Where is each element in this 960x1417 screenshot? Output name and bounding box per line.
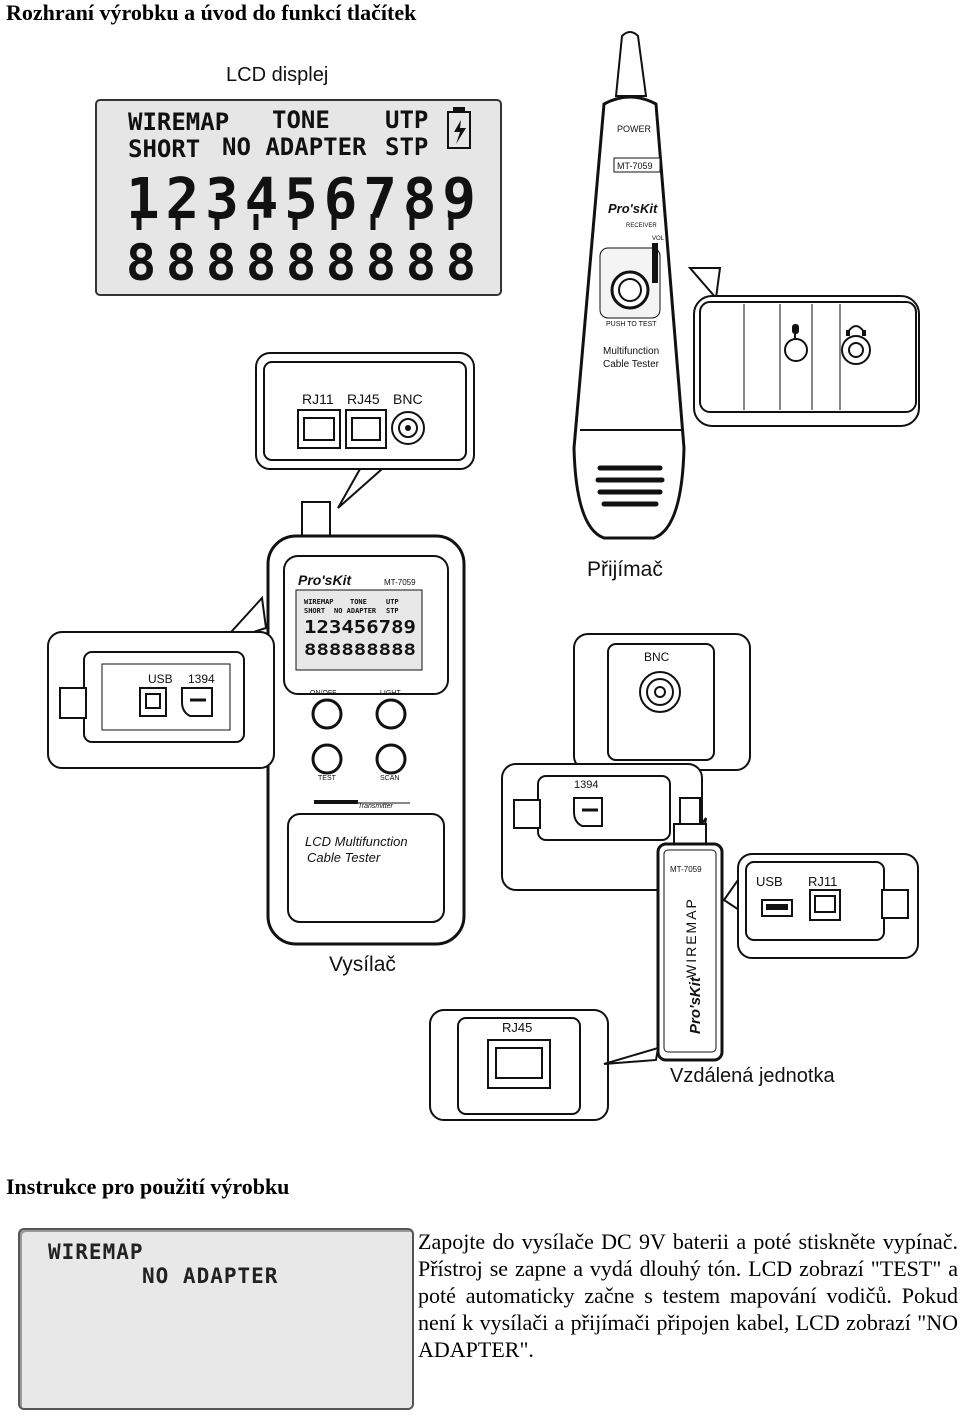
lcd-wiremap-text: WIREMAP (48, 1240, 144, 1264)
headphone-icon (846, 325, 866, 336)
remote-wiremap-label: WIREMAP (683, 897, 699, 978)
left-ports-callout (47, 595, 275, 769)
lcd-short: SHORT (128, 135, 200, 163)
receiver-caption: Přijímač (587, 558, 663, 581)
left-usb-label: USB (148, 672, 173, 686)
svg-text:TONE: TONE (350, 598, 367, 606)
transmitter-mini-lcd: WIREMAP TONE UTP SHORT NO ADAPTER STP 12… (304, 598, 416, 659)
lcd-no-adapter: NO ADAPTER (222, 133, 367, 161)
battery-icon (447, 107, 471, 149)
lcd-tick-marks (136, 214, 454, 230)
top-ports-callout (255, 352, 475, 509)
lcd-utp: UTP (385, 106, 428, 134)
section-title-interface: Rozhraní výrobku a úvod do funkcí tlačít… (6, 0, 417, 25)
port-bnc-label: BNC (393, 391, 423, 407)
svg-text:888888888: 888888888 (304, 640, 416, 659)
receiver-vol: VOL (652, 236, 665, 242)
lcd-no-adapter-text: NO ADAPTER (142, 1264, 279, 1288)
remote-brand: Pro'sKit (687, 976, 704, 1034)
transmitter-scan-label: SCAN (380, 775, 399, 782)
transmitter-on-off-label: ON/OFF (310, 690, 336, 697)
receiver-audio-detail (687, 267, 920, 427)
transmitter-line1: LCD Multifunction (305, 834, 408, 849)
svg-text:123456789: 123456789 (304, 617, 416, 638)
receiver-line2: Cable Tester (603, 359, 660, 370)
remote-model: MT-7059 (670, 865, 702, 874)
remote-unit-device (656, 797, 724, 1062)
left-1394-label: 1394 (188, 672, 215, 686)
bnc-label: BNC (644, 650, 670, 664)
lcd-tone: TONE (272, 106, 330, 134)
svg-text:NO ADAPTER: NO ADAPTER (334, 607, 377, 615)
svg-text:WIREMAP: WIREMAP (304, 598, 334, 606)
receiver-label: RECEIVER (626, 223, 657, 229)
port-rj45-label: RJ45 (347, 391, 380, 407)
rj45-label: RJ45 (502, 1020, 532, 1035)
bnc-callout (573, 633, 751, 771)
receiver-device (572, 31, 686, 540)
section-title-instructions: Instrukce pro použití výrobku (6, 1174, 290, 1199)
instructions-paragraph: Zapojte do vysílače DC 9V baterii a poté… (418, 1229, 958, 1362)
rj45-callout (429, 1009, 660, 1121)
port-rj11-label: RJ11 (302, 391, 334, 407)
lcd-display-label: LCD displej (226, 64, 328, 86)
remote-usb-label: USB (756, 874, 783, 889)
product-figure: LCD displej WIREMAP TONE UTP SHORT NO AD… (47, 31, 920, 1121)
transmitter-device (266, 501, 466, 946)
svg-text:STP: STP (386, 607, 399, 615)
receiver-push-to-test: PUSH TO TEST (606, 321, 657, 328)
transmitter-brand: Pro'sKit (298, 572, 352, 588)
lcd-wiremap: WIREMAP (128, 108, 229, 136)
lcd-no-adapter-illustration: WIREMAP NO ADAPTER (18, 1228, 414, 1410)
remote-ports-callout (722, 853, 919, 959)
lcd-segments: 888888888 (126, 234, 476, 292)
lcd-digits: 123456789 (126, 167, 476, 232)
receiver-power-label: POWER (617, 124, 652, 134)
transmitter-model: MT-7059 (384, 578, 416, 587)
receiver-line1: Multifunction (603, 346, 659, 357)
lcd-display-panel (95, 99, 502, 296)
ieee1394-label: 1394 (574, 779, 598, 791)
transmitter-line2: Cable Tester (307, 850, 381, 865)
transmitter-light-label: LIGHT (380, 690, 401, 697)
transmitter-test-label: TEST (318, 775, 337, 782)
svg-text:UTP: UTP (386, 598, 399, 606)
svg-text:SHORT: SHORT (304, 607, 325, 615)
remote-rj11-label: RJ11 (808, 874, 837, 889)
transmitter-caption: Vysílač (329, 953, 396, 976)
transmitter-text: Transmitter (358, 803, 394, 810)
lcd-stp: STP (385, 133, 428, 161)
microphone-icon (792, 324, 799, 339)
receiver-model: MT-7059 (617, 161, 653, 171)
receiver-brand: Pro'sKit (608, 201, 658, 216)
remote-caption: Vzdálená jednotka (670, 1065, 835, 1087)
